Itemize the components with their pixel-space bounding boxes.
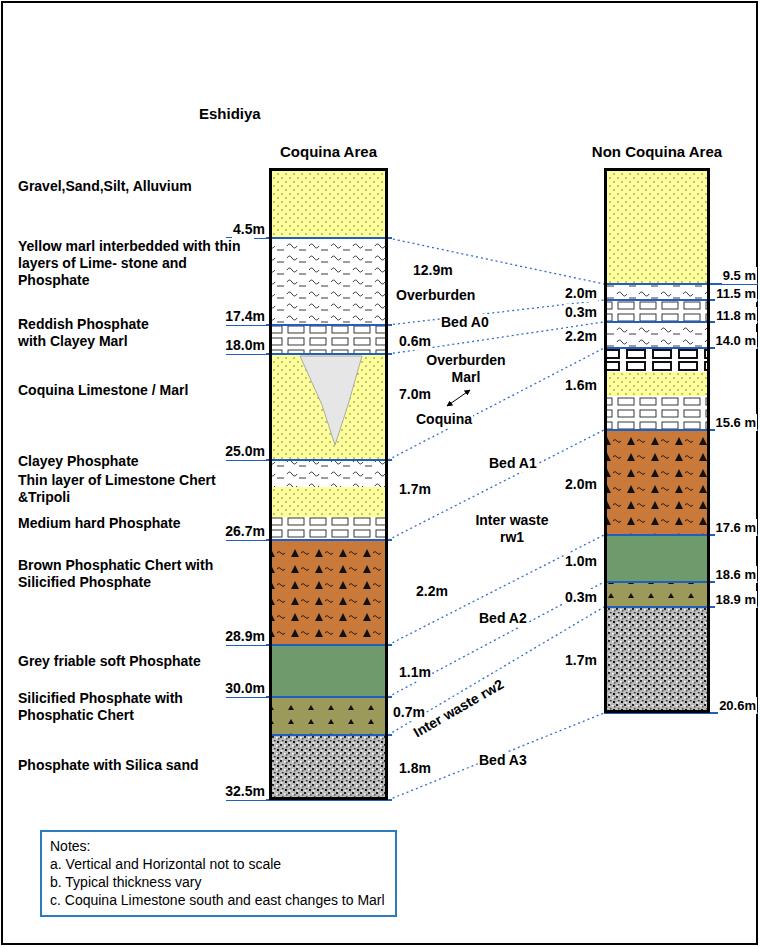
bed-label: Bed A1 — [488, 455, 538, 472]
thickness-label: 18.6 m — [715, 566, 757, 583]
thickness-label: 32.5m — [224, 783, 266, 800]
thickness-label: 12.9m — [412, 262, 454, 279]
correlation-line — [388, 348, 604, 460]
layer-description: Clayey Phosphate — [17, 453, 140, 470]
thickness-label: 14.0 m — [715, 332, 757, 349]
layer-description: Yellow marl interbedded with thin layers… — [17, 238, 254, 289]
thickness-label: 4.5m — [232, 221, 266, 238]
thickness-label: 17.4m — [224, 308, 266, 325]
thickness-label: 1.1m — [398, 664, 432, 681]
bed-label: Overburden — [395, 287, 476, 304]
bed-label: Bed A2 — [478, 610, 528, 627]
correlation-line — [388, 322, 604, 354]
thickness-label: 7.0m — [398, 386, 432, 403]
correlation-line — [388, 535, 604, 645]
correlation-line — [388, 607, 604, 735]
thickness-label: 18.0m — [224, 337, 266, 354]
note-line: c. Coquina Limestone south and east chan… — [50, 891, 385, 909]
thickness-label: 25.0m — [224, 443, 266, 460]
thickness-label: 0.3m — [564, 304, 598, 321]
thickness-label: 11.8 m — [715, 307, 757, 324]
column-heading: Coquina Area — [280, 143, 377, 161]
thickness-label: 15.6 m — [715, 414, 757, 431]
layer-description: Grey friable soft Phosphate — [17, 653, 202, 670]
bed-label: Overburden Marl — [420, 352, 512, 386]
thickness-label: 9.5 m — [722, 267, 757, 284]
bed-label: Bed A3 — [478, 752, 528, 769]
thickness-label: 1.7m — [564, 652, 598, 669]
thickness-label: 20.6m — [718, 697, 757, 714]
diagram-title: Eshidiya — [198, 105, 262, 122]
strata-column: Coquina Area — [269, 168, 388, 800]
thickness-label: 18.9 m — [715, 591, 757, 608]
layer-description: Coquina Limestone / Marl — [17, 382, 189, 399]
layer-description: Medium hard Phosphate — [17, 515, 182, 532]
layer-description: Brown Phosphatic Chert with Silicified P… — [17, 557, 249, 591]
thickness-label: 30.0m — [224, 680, 266, 697]
column-heading: Non Coquina Area — [592, 143, 722, 161]
correlation-line — [388, 238, 604, 284]
layer-description: Phosphate with Silica sand — [17, 757, 199, 774]
bed-label: Bed A0 — [440, 314, 490, 331]
bed-label: Coquina — [415, 411, 473, 428]
layer-description: Thin layer of Limestone Chert &Tripoli — [17, 472, 219, 506]
note-line: b. Typical thickness vary — [50, 873, 385, 891]
strata-column: Non Coquina Area — [604, 168, 710, 713]
thickness-label: 26.7m — [224, 523, 266, 540]
thickness-label: 1.0m — [564, 553, 598, 570]
note-line: a. Vertical and Horizontal not to scale — [50, 855, 385, 873]
thickness-label: 1.7m — [398, 481, 432, 498]
notes-box: Notes:a. Vertical and Horizontal not to … — [40, 830, 397, 917]
bed-label: Inter waste rw1 — [466, 512, 558, 546]
thickness-label: 2.0m — [564, 285, 598, 302]
thickness-label: 0.7m — [392, 704, 426, 721]
thickness-label: 2.0m — [564, 476, 598, 493]
thickness-label: 2.2m — [415, 583, 449, 600]
thickness-label: 1.6m — [564, 377, 598, 394]
thickness-label: 0.6m — [398, 333, 432, 350]
thickness-label: 0.3m — [564, 589, 598, 606]
layer-description: Reddish Phosphate with Clayey Marl — [17, 316, 179, 350]
thickness-label: 17.6 m — [715, 519, 757, 536]
thickness-label: 11.5 m — [715, 285, 757, 302]
notes-heading: Notes: — [50, 837, 385, 855]
layer-description: Silicified Phosphate with Phosphatic Che… — [17, 690, 219, 724]
thickness-label: 2.2m — [564, 328, 598, 345]
layer-description: Gravel,Sand,Silt, Alluvium — [17, 178, 193, 195]
thickness-label: 1.8m — [398, 760, 432, 777]
thickness-label: 28.9m — [224, 628, 266, 645]
